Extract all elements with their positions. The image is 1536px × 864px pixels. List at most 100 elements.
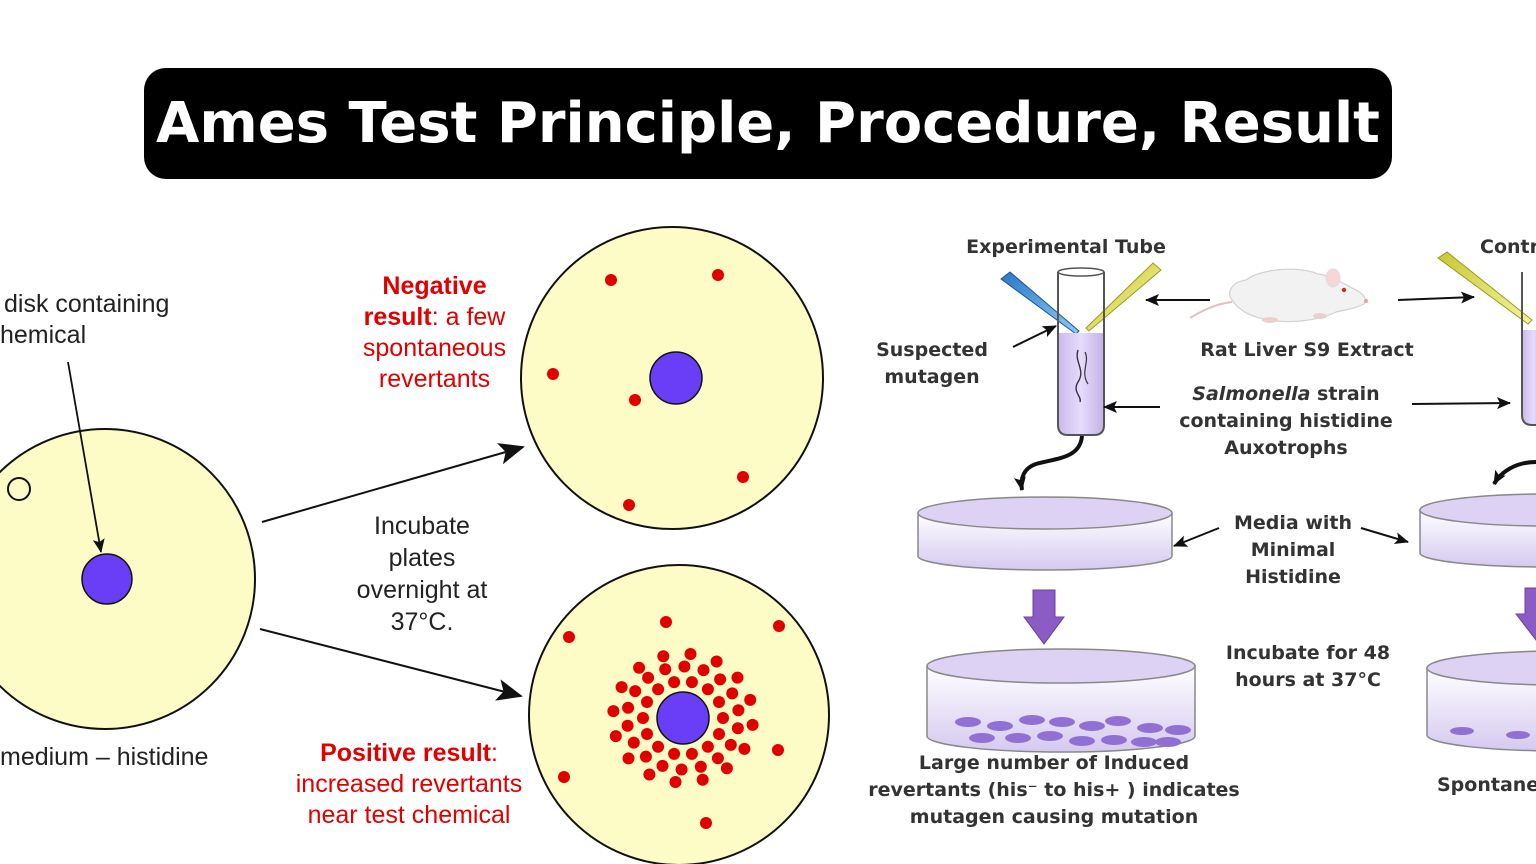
large-line2: revertants (his⁻ to his+ ) indicates (868, 779, 1240, 801)
arrow-suspected (1012, 325, 1057, 348)
colony-dot (696, 773, 709, 786)
colony-dot (717, 712, 729, 724)
salmonella-rest: strain (1310, 383, 1380, 405)
salmonella-italic: Salmonella (1192, 383, 1311, 405)
positive-disk (656, 691, 710, 745)
rat-image (1189, 268, 1368, 323)
experimental-tube-liquid (1058, 333, 1104, 435)
arrow-salm-to-ctrl (1411, 397, 1511, 410)
control-yellow-pipette (1437, 251, 1533, 325)
yellow-pipette (1085, 262, 1162, 332)
incubate-line3: overnight at (356, 576, 488, 604)
colony-dot (772, 744, 784, 756)
colony-dot (615, 681, 628, 694)
media-label: Media with Minimal Histidine (1218, 510, 1368, 591)
colony-dot (701, 683, 714, 696)
arrow-to-negative (261, 443, 525, 523)
revertant-colony (1131, 737, 1157, 747)
positive-result-label: Positive result: increased revertants ne… (270, 738, 548, 831)
colony-dot (724, 738, 737, 751)
revertant-colony (955, 717, 981, 727)
colony-dot (652, 683, 665, 696)
colony-dot (710, 655, 723, 668)
purple-down-arrow (1023, 589, 1065, 645)
control-tube (1521, 272, 1536, 426)
colony-dot (744, 693, 757, 706)
colony-dot (685, 747, 698, 760)
positive-rest1: : (490, 739, 498, 767)
experimental-tube-label: Experimental Tube (966, 236, 1166, 258)
negative-colonies (547, 269, 749, 511)
revertant-colony (1019, 715, 1045, 725)
control-media-dish (1419, 493, 1536, 568)
colony-dot (643, 768, 656, 781)
colony-dot (563, 631, 575, 643)
colony-dot (657, 650, 670, 663)
negative-bold2: result (363, 303, 432, 331)
colony-dot (737, 471, 749, 483)
colony-dot (731, 671, 744, 684)
colony-dot (627, 736, 640, 749)
revertant-colony (987, 721, 1013, 731)
incubate-line4: 37°C. (390, 608, 454, 636)
colony-dot (668, 676, 681, 689)
control-tube-liquid (1522, 330, 1536, 426)
colony-dot (684, 648, 697, 660)
colony-dot (732, 704, 745, 717)
arrow-media-to-ctrl (1360, 527, 1409, 545)
incubate-line2: plates (388, 544, 456, 572)
large-line1: Large number of Induced (918, 752, 1190, 774)
colony-dot (668, 747, 681, 760)
positive-line3: near test chemical (307, 801, 511, 829)
negative-result-label: Negative result: a few spontaneous rever… (342, 271, 527, 395)
positive-line2: increased revertants (295, 770, 523, 798)
disk-label-line2: hemical (0, 321, 87, 349)
colony-dot (547, 368, 559, 380)
revertant-colony (1079, 721, 1105, 731)
colony-dot (697, 664, 710, 677)
colony-dot (660, 616, 672, 628)
colony-dot (621, 719, 634, 732)
rat-liver-label: Rat Liver S9 Extract (1200, 339, 1414, 361)
colony-dot (652, 740, 665, 753)
curve-arrow-ctrl (1492, 460, 1536, 486)
minimal-media-dish (917, 496, 1173, 571)
disk-pointer-arrow (67, 361, 105, 553)
revertant-colony (1105, 716, 1131, 726)
colony-dot (700, 817, 712, 829)
revertant-colony (1165, 725, 1191, 735)
media-line3: Histidine (1245, 566, 1341, 588)
colony-dot (711, 752, 724, 765)
colony-dot (629, 685, 642, 698)
control-purple-down-arrow (1514, 587, 1536, 641)
large-line3: mutagen causing mutation (909, 806, 1199, 828)
revertant-colony (1137, 723, 1163, 733)
colony-dot (720, 762, 733, 775)
page-title: Ames Test Principle, Procedure, Result (156, 91, 1380, 156)
negative-bold1: Negative (382, 272, 487, 300)
colony-dot (639, 750, 652, 763)
incubate48-line1: Incubate for 48 (1225, 642, 1391, 664)
incubate-plates-label: Incubate plates overnight at 37°C. (337, 510, 507, 638)
medium-label: medium – histidine (0, 743, 209, 771)
colony-dot (714, 673, 727, 686)
colony-dot (659, 663, 672, 676)
colony-dot (656, 759, 669, 772)
incubate48-line2: hours at 37°C (1235, 669, 1381, 691)
salmonella-label: Salmonella strain containing histidine A… (1172, 381, 1400, 462)
incubate-48-label: Incubate for 48 hours at 37°C (1218, 640, 1398, 694)
arrow-media-to-exp (1173, 527, 1220, 547)
suspected-line2: mutagen (884, 366, 980, 388)
induced-revertant-colonies (955, 715, 1191, 747)
suspected-line1: Suspected (876, 339, 988, 361)
colony-dot (641, 696, 653, 708)
incubate-line1: Incubate (374, 512, 470, 540)
colony-dot (731, 722, 744, 735)
control-result-dish (1426, 650, 1536, 752)
colony-dot (558, 771, 570, 783)
revertant-colony (1005, 733, 1031, 743)
colony-dot (629, 394, 641, 406)
colony-dot (726, 687, 739, 700)
experimental-tube (1057, 272, 1105, 436)
colony-dot (633, 661, 646, 674)
